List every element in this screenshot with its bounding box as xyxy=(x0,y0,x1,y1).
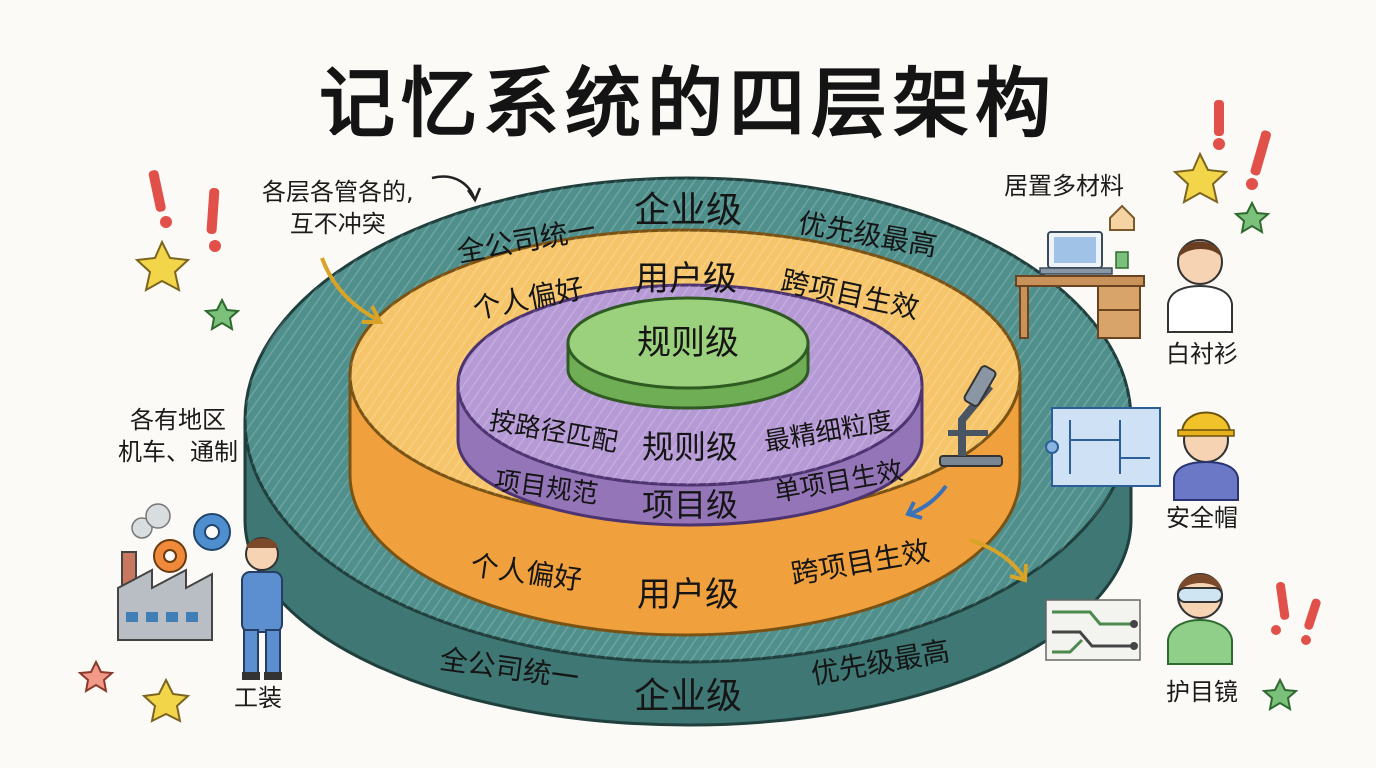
annotation-top-left-line1: 各层各管各的, xyxy=(262,178,414,206)
annotation-left-line1: 各有地区 xyxy=(130,406,226,434)
arrow-icon-microscope xyxy=(909,484,948,516)
factory-icon xyxy=(117,503,213,641)
worker-overalls-icon xyxy=(241,537,283,680)
star-icon xyxy=(203,297,241,331)
user-name-top: 用户级 xyxy=(635,259,737,299)
star-icon xyxy=(1172,151,1229,204)
annotation-desk: 居置多材料 xyxy=(1004,172,1124,200)
user-name-bottom: 用户级 xyxy=(637,575,739,615)
house-icon xyxy=(1109,204,1135,231)
microscope-icon xyxy=(939,365,1003,467)
project-name: 项目级 xyxy=(642,486,738,524)
gear-icon xyxy=(153,513,231,573)
exclamation-icon xyxy=(148,100,1321,645)
star-icon xyxy=(77,659,115,693)
annotation-left: 各有地区 机车、通制 xyxy=(118,404,238,468)
curved-arrow-icon xyxy=(431,175,476,199)
annotation-top-left: 各层各管各的, 互不冲突 xyxy=(262,176,414,240)
annotation-worker: 工装 xyxy=(234,684,282,712)
circuit-board-icon xyxy=(1045,599,1141,661)
arrow-icon-left xyxy=(320,257,379,322)
annotation-shirt: 白衬衫 xyxy=(1166,340,1238,368)
blueprint-icon xyxy=(1045,407,1161,487)
annotation-left-line2: 机车、通制 xyxy=(118,438,238,466)
person-goggles-icon xyxy=(1167,573,1233,665)
enterprise-name-top: 企业级 xyxy=(634,190,742,231)
person-hard-hat-icon xyxy=(1173,411,1239,501)
rule-name-side: 规则级 xyxy=(642,428,738,466)
diagram-title: 记忆系统的四层架构 xyxy=(319,59,1057,148)
rule-layer xyxy=(566,296,810,410)
rule-name: 规则级 xyxy=(637,323,739,363)
star-icon xyxy=(1233,200,1271,234)
desk-laptop-icon xyxy=(1015,204,1145,339)
star-icon xyxy=(134,239,191,292)
star-icon xyxy=(141,677,191,723)
arrow-icon-right xyxy=(969,538,1026,580)
annotation-goggles: 护目镜 xyxy=(1166,678,1238,706)
annotation-top-left-line2: 互不冲突 xyxy=(289,210,386,238)
star-icon xyxy=(1261,677,1299,711)
person-white-shirt-icon xyxy=(1167,239,1233,333)
enterprise-name-bottom: 企业级 xyxy=(634,676,742,717)
annotation-helmet: 安全帽 xyxy=(1166,504,1238,532)
